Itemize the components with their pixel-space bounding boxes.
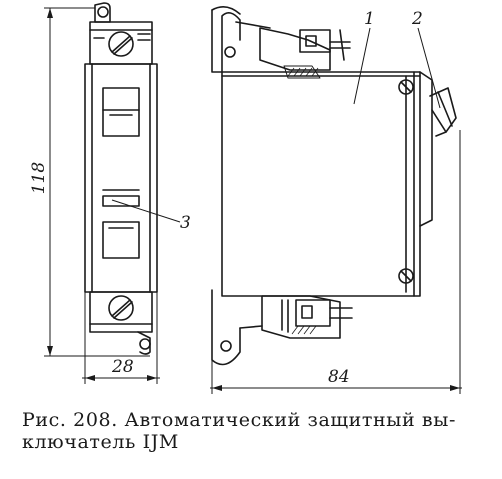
bottom-terminal-screw-icon (108, 295, 134, 321)
caption-line-1: Рис. 208. Автоматический защитный вы- (22, 409, 456, 431)
leader-line-3 (111, 199, 181, 223)
top-terminal-screw-icon (108, 31, 134, 57)
caption-line-2: ключатель IJM (22, 431, 179, 453)
callout-1: 1 (364, 9, 375, 29)
lever (429, 87, 457, 137)
callout-2: 2 (411, 9, 423, 29)
front-view (84, 2, 158, 355)
callout-3: 3 (180, 213, 191, 233)
upper-rivet-icon (398, 79, 414, 95)
lower-rivet-icon (398, 268, 414, 284)
circuit-breaker-drawing: 118 28 84 1 2 3 (29, 2, 462, 394)
hatching (287, 67, 319, 335)
leader-line-2 (417, 27, 441, 109)
front-width-dimension-label: 28 (111, 357, 134, 377)
figure-caption: Рис. 208. Автоматический защитный вы- кл… (22, 409, 490, 453)
leader-line-1 (353, 27, 371, 105)
side-width-dimension-label: 84 (328, 367, 350, 387)
height-dimension-label: 118 (29, 162, 49, 195)
side-view (211, 6, 457, 366)
